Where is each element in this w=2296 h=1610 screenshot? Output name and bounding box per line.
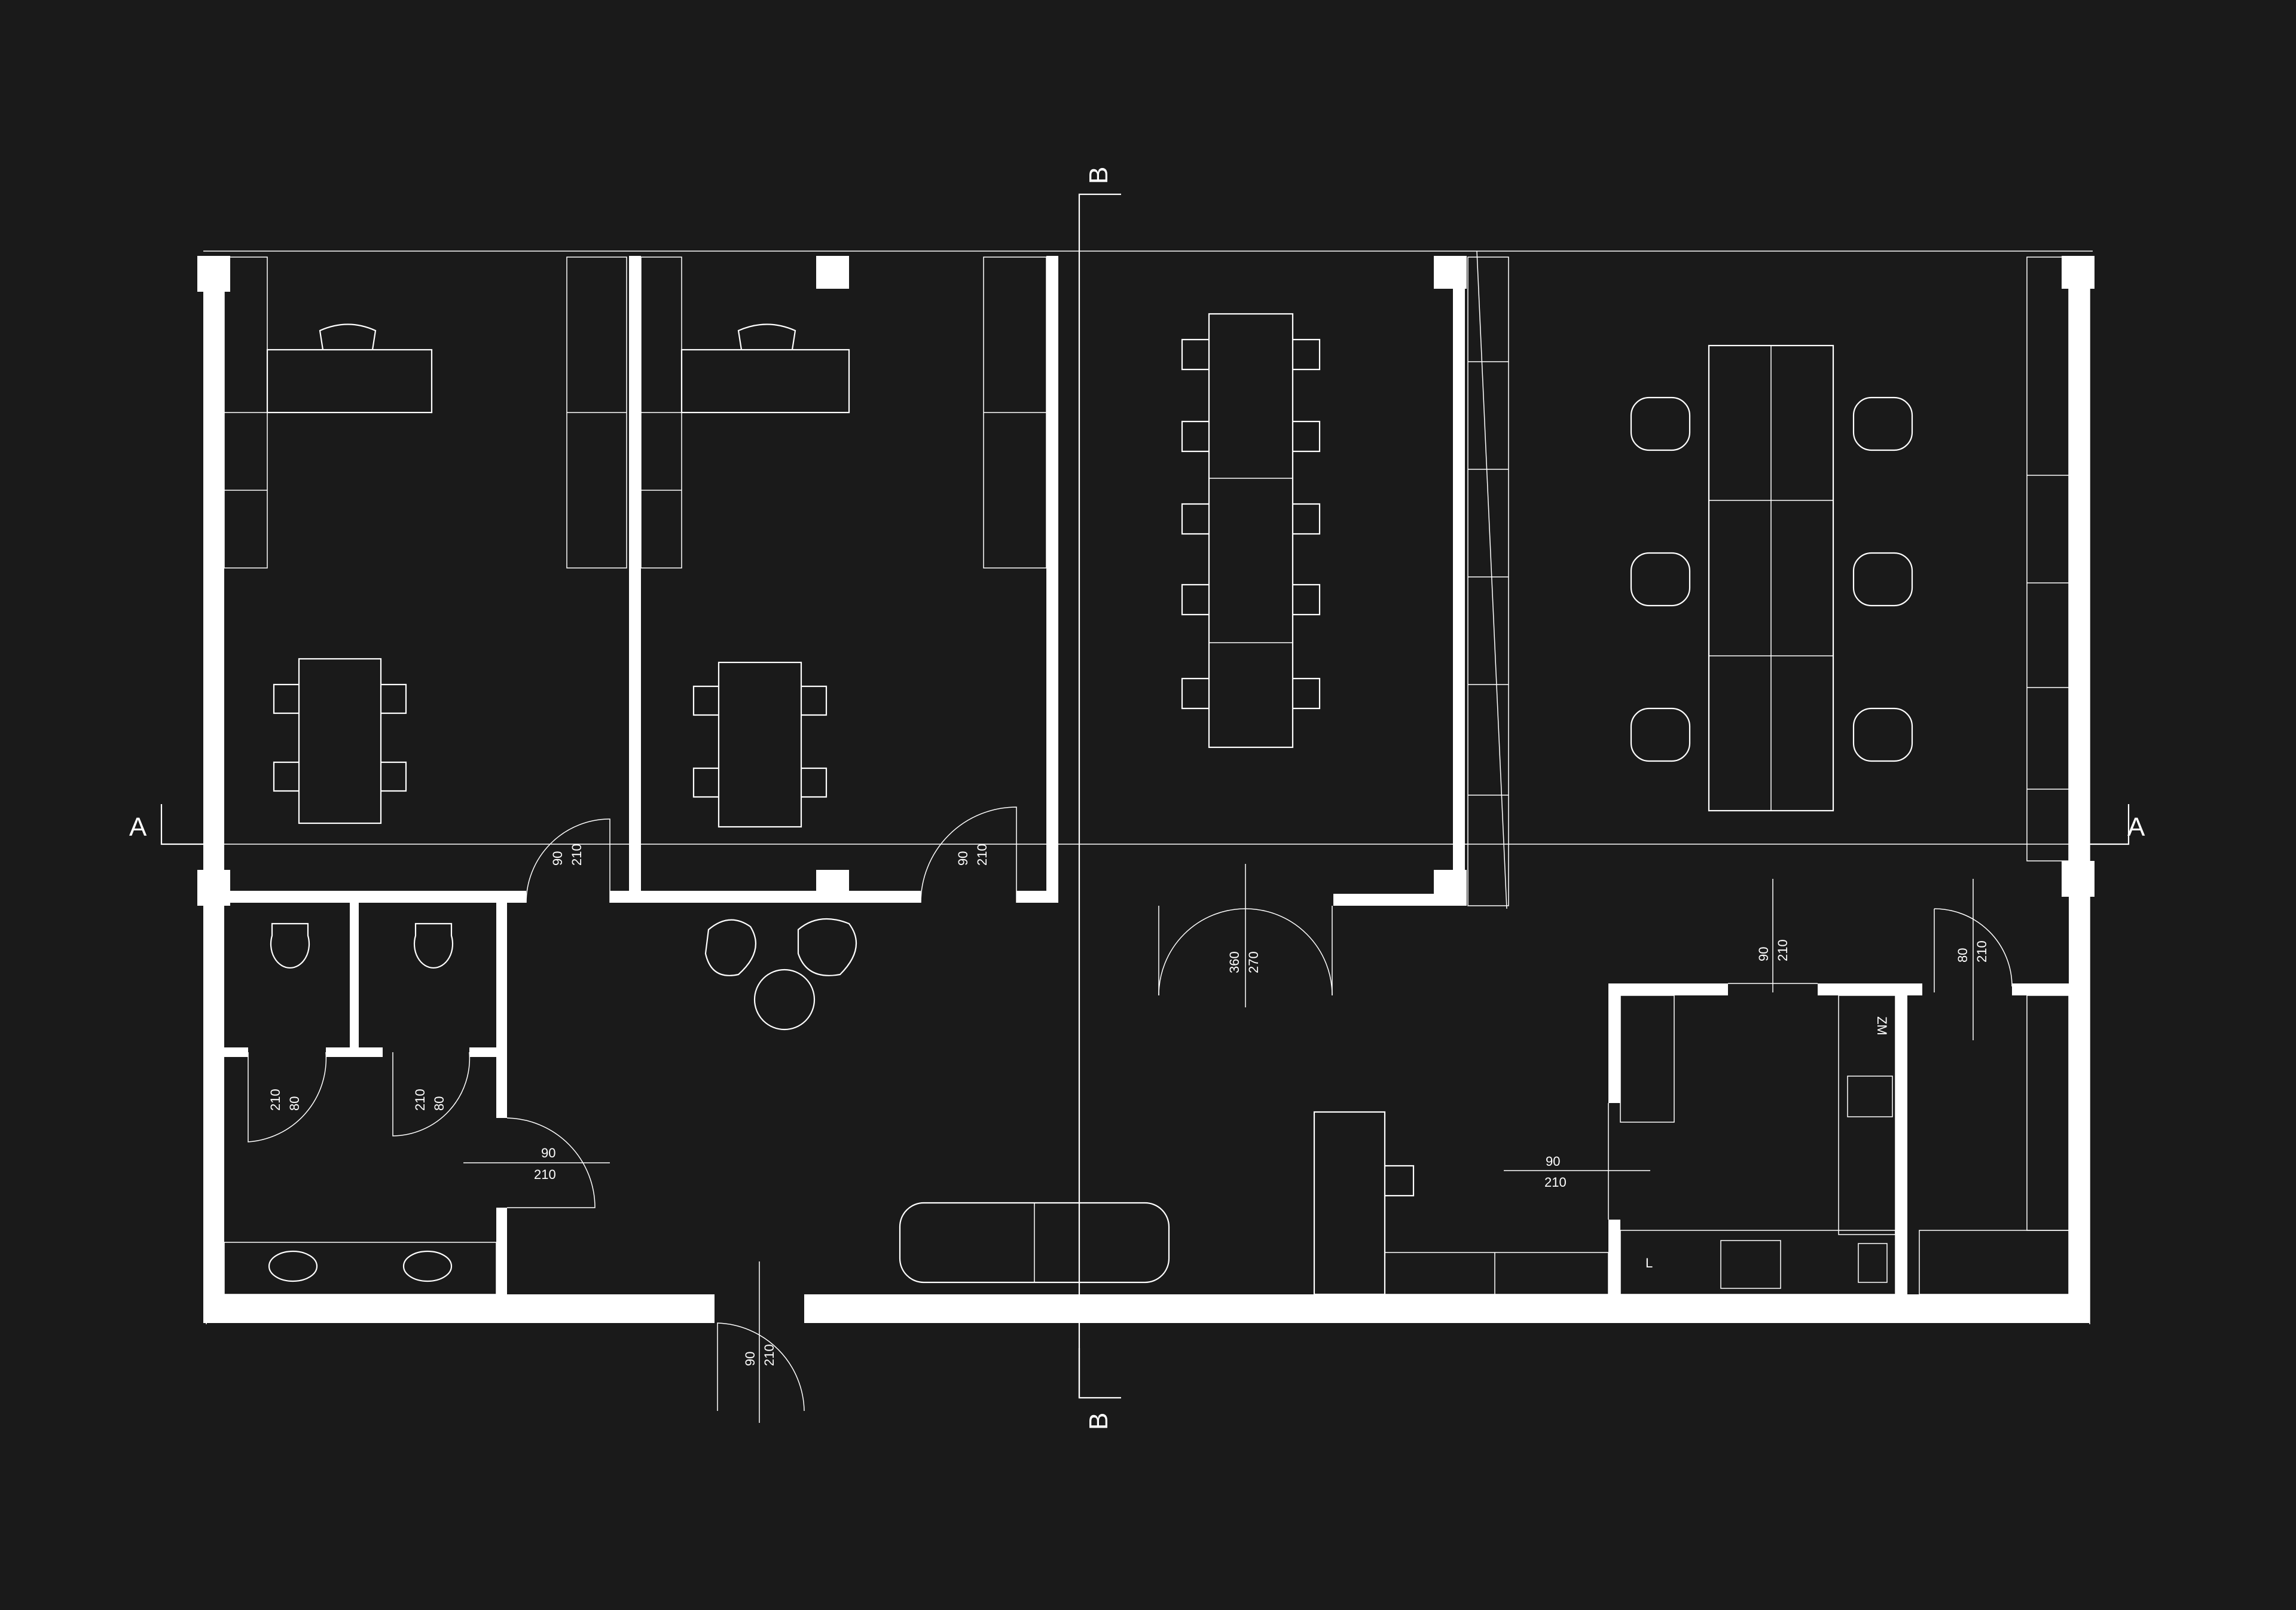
kitchen-counter [1620,1230,1896,1295]
svg-text:210: 210 [413,1089,428,1111]
kitchen: ZM L [1620,995,2069,1295]
svg-text:360: 360 [1227,951,1242,973]
office-2 [640,256,1047,828]
section-label-a-right: A [2127,812,2145,842]
svg-text:90: 90 [743,1352,758,1366]
meeting-table [718,661,802,828]
armchairs [1630,396,1913,762]
door-office-2: 90 210 [920,806,1017,903]
toilet [270,922,310,969]
door-reception: 90 210 [1504,1103,1650,1220]
office-chair [737,323,796,350]
door-conference: 360 270 [1158,864,1333,1007]
south-wall-west [203,1294,715,1323]
south-wall-east [804,1294,2090,1323]
section-marker-a-right: A [2090,804,2145,845]
desk [680,349,850,414]
svg-text:90: 90 [541,1145,555,1160]
bin [1858,1243,1888,1283]
shelving [1467,256,1509,906]
lounge-chair [704,919,756,976]
walls [197,256,2095,1323]
washer-label: L [1645,1255,1653,1270]
meeting-table [298,658,382,824]
sink [402,1250,453,1282]
door-wc-1: 210 80 [248,1052,327,1142]
svg-text:210: 210 [1974,940,1989,963]
svg-text:90: 90 [955,851,970,866]
sink [1847,1076,1893,1117]
svg-text:210: 210 [975,844,990,866]
section-marker-b-bottom: B [1078,1348,1121,1430]
svg-text:80: 80 [287,1096,302,1111]
svg-text:270: 270 [1246,951,1261,973]
west-wall [203,256,224,1323]
svg-text:210: 210 [762,1344,777,1366]
door-kitchen: 90 210 [1728,879,1818,992]
lobby [704,918,1170,1284]
desk [266,349,433,414]
section-label-b-bottom: B [1084,1413,1113,1430]
svg-text:210: 210 [268,1089,283,1111]
coffee-table [753,969,816,1031]
door-washroom: 90 210 [463,1117,610,1208]
conference-room [1181,313,1321,749]
svg-text:210: 210 [1775,939,1790,961]
section-label-b-top: B [1084,167,1113,184]
reception [1313,1111,1609,1296]
reception-chair [1385,1165,1415,1197]
shelving [2026,256,2069,861]
section-marker-b-top: B [1078,167,1121,1398]
board-room [1467,256,2069,906]
svg-text:90: 90 [1756,947,1771,961]
svg-text:90: 90 [550,851,565,866]
conference-table [1208,313,1294,749]
toilets [224,922,497,1295]
counter [1620,995,1675,1123]
vanity [224,1242,497,1295]
fridge-label: ZM [1874,1016,1889,1035]
svg-text:90: 90 [1546,1154,1560,1169]
counter [1384,1252,1609,1295]
office-chair [319,323,377,350]
chairs [273,683,407,792]
oven [1720,1240,1781,1289]
east-wall [2069,256,2090,1323]
door-storage: 80 210 [1934,879,2013,1040]
lounge-chair [797,918,857,976]
storage-counter [1919,1230,2069,1295]
svg-text:80: 80 [1955,948,1970,963]
svg-text:80: 80 [432,1096,447,1111]
svg-text:210: 210 [569,844,584,866]
reception-desk [1313,1111,1386,1296]
door-entrance: 90 210 [717,1261,805,1423]
section-marker-a-left: A [129,804,203,845]
chairs [692,685,828,798]
door-office-1: 90 210 [526,818,610,903]
svg-text:210: 210 [1544,1175,1567,1190]
office-1 [224,256,627,824]
section-label-a-left: A [129,812,147,842]
sink [268,1250,318,1282]
counter [1838,995,1896,1235]
storage-shelving [2026,995,2069,1231]
door-wc-2: 210 80 [392,1052,471,1137]
svg-text:210: 210 [534,1167,556,1182]
toilet [413,922,454,969]
